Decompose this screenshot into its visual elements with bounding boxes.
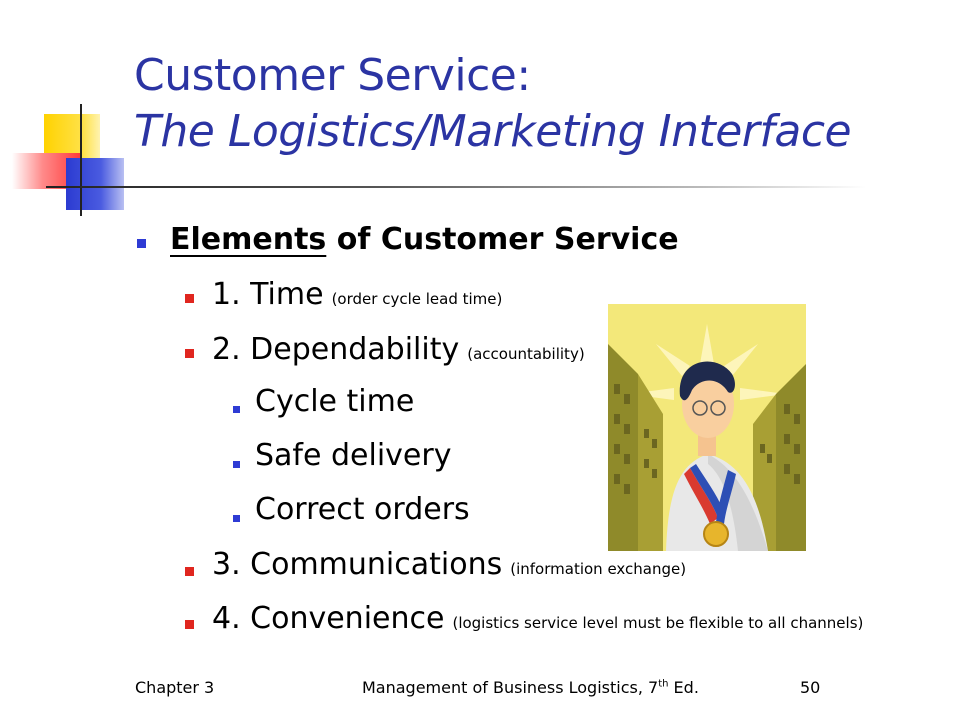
item-note: (information exchange) <box>510 560 687 578</box>
list-item: 2. Dependability (accountability) <box>212 332 585 367</box>
decor-horizontal-rule <box>46 186 866 188</box>
sub-list-item: Correct orders <box>255 492 470 527</box>
bullet-square-icon <box>233 515 240 522</box>
bullet-square-icon <box>185 620 194 629</box>
bullet-square-icon <box>185 567 194 576</box>
bullet-square-icon <box>185 294 194 303</box>
slide-title: Customer Service: The Logistics/Marketin… <box>134 48 934 160</box>
title-line-2: The Logistics/Marketing Interface <box>134 106 852 157</box>
item-label: 1. Time <box>212 277 324 312</box>
list-item: 1. Time (order cycle lead time) <box>212 277 502 312</box>
bullet-square-icon <box>137 239 146 248</box>
item-label: 4. Convenience <box>212 601 445 636</box>
bullet-square-icon <box>233 461 240 468</box>
item-label: 3. Communications <box>212 547 503 582</box>
title-line-1: Customer Service: <box>134 50 531 101</box>
item-note: (logistics service level must be flexibl… <box>452 614 864 632</box>
footer-page-number: 50 <box>800 678 821 697</box>
list-item: 3. Communications (information exchange) <box>212 547 686 582</box>
book-edition-suffix: Ed. <box>668 678 699 697</box>
bullet-square-icon <box>233 406 240 413</box>
hero-with-medal-clipart <box>608 304 806 551</box>
section-heading: Elements of Customer Service <box>170 222 679 257</box>
book-title-text: Management of Business Logistics, 7 <box>362 678 659 697</box>
footer-book-title: Management of Business Logistics, 7th Ed… <box>362 678 699 697</box>
bullet-square-icon <box>185 349 194 358</box>
heading-rest: of Customer Service <box>326 222 679 257</box>
book-edition-sup: th <box>658 678 669 690</box>
sub-list-item: Cycle time <box>255 384 415 419</box>
list-item: 4. Convenience (logistics service level m… <box>212 601 863 636</box>
item-note: (accountability) <box>467 345 585 363</box>
decor-blue-square <box>66 158 124 210</box>
footer-chapter: Chapter 3 <box>135 678 215 697</box>
item-note: (order cycle lead time) <box>331 290 503 308</box>
item-label: 2. Dependability <box>212 332 460 367</box>
clipart-image <box>608 304 806 551</box>
heading-underlined: Elements <box>170 222 327 257</box>
decor-vertical-line <box>80 104 82 216</box>
sub-list-item: Safe delivery <box>255 438 452 473</box>
